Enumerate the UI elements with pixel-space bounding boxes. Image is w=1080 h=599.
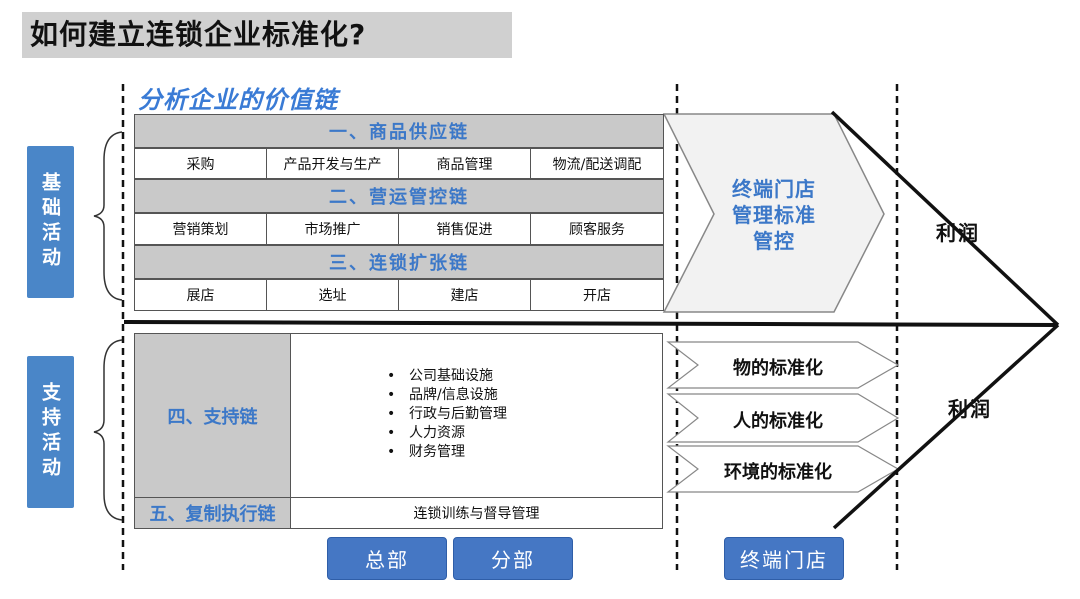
chain-cell: 物流/配送调配 xyxy=(530,148,664,179)
chevron-shape-2 xyxy=(666,393,900,443)
support-chain-content: 公司基础设施 品牌/信息设施 行政与后勤管理 人力资源 财务管理 xyxy=(290,333,663,498)
profit-label-top: 利润 xyxy=(936,221,980,245)
support-item: 行政与后勤管理 xyxy=(387,405,507,424)
support-item: 财务管理 xyxy=(387,443,507,462)
side-label-basic: 基础活动 xyxy=(27,146,74,298)
profit-label-bottom: 利润 xyxy=(948,397,992,421)
support-list: 公司基础设施 品牌/信息设施 行政与后勤管理 人力资源 财务管理 xyxy=(387,367,507,462)
terminal-text-line2: 管理标准 xyxy=(732,203,816,227)
chain-cell: 市场推广 xyxy=(266,213,399,245)
chain-cell: 展店 xyxy=(134,279,267,311)
chain-cell: 产品开发与生产 xyxy=(266,148,399,179)
chain-cell: 商品管理 xyxy=(398,148,531,179)
chain-cell: 选址 xyxy=(266,279,399,311)
chain-cell: 顾客服务 xyxy=(530,213,664,245)
standard-label-people: 人的标准化 xyxy=(733,411,823,432)
chain-cell: 开店 xyxy=(530,279,664,311)
chain-header-operations: 二、营运管控链 xyxy=(134,179,664,213)
chain-header-expansion: 三、连锁扩张链 xyxy=(134,245,664,279)
chain-cell: 营销策划 xyxy=(134,213,267,245)
chevron-shape-3 xyxy=(666,445,900,493)
chain-cell: 采购 xyxy=(134,148,267,179)
support-item: 人力资源 xyxy=(387,424,507,443)
exec-chain-label: 五、复制执行链 xyxy=(134,497,291,529)
chain-header-supply: 一、商品供应链 xyxy=(134,114,664,148)
subtitle: 分析企业的价值链 xyxy=(138,86,338,114)
support-item: 品牌/信息设施 xyxy=(387,386,507,405)
terminal-text-line1: 终端门店 xyxy=(732,177,816,201)
terminal-store-button[interactable]: 终端门店 xyxy=(724,537,844,580)
hq-button[interactable]: 总部 xyxy=(327,537,447,580)
brace-support xyxy=(93,339,123,521)
brace-basic xyxy=(93,131,123,301)
profit-line-top xyxy=(830,110,1060,327)
support-item: 公司基础设施 xyxy=(387,367,507,386)
support-chain-label: 四、支持链 xyxy=(134,333,291,498)
chain-cell: 销售促进 xyxy=(398,213,531,245)
chevron-shape-1 xyxy=(666,341,900,389)
side-label-support: 支持活动 xyxy=(27,356,74,508)
chain-cell: 建店 xyxy=(398,279,531,311)
horizontal-divider xyxy=(123,320,1059,327)
branch-button[interactable]: 分部 xyxy=(453,537,573,580)
standard-label-goods: 物的标准化 xyxy=(733,358,823,379)
standard-label-environment: 环境的标准化 xyxy=(724,462,832,483)
terminal-management-text: 终端门店 管理标准 管控 xyxy=(714,176,834,254)
profit-line-bottom xyxy=(832,323,1060,530)
terminal-text-line3: 管控 xyxy=(753,229,795,253)
page-title: 如何建立连锁企业标准化? xyxy=(22,12,512,58)
exec-chain-content: 连锁训练与督导管理 xyxy=(290,497,663,529)
